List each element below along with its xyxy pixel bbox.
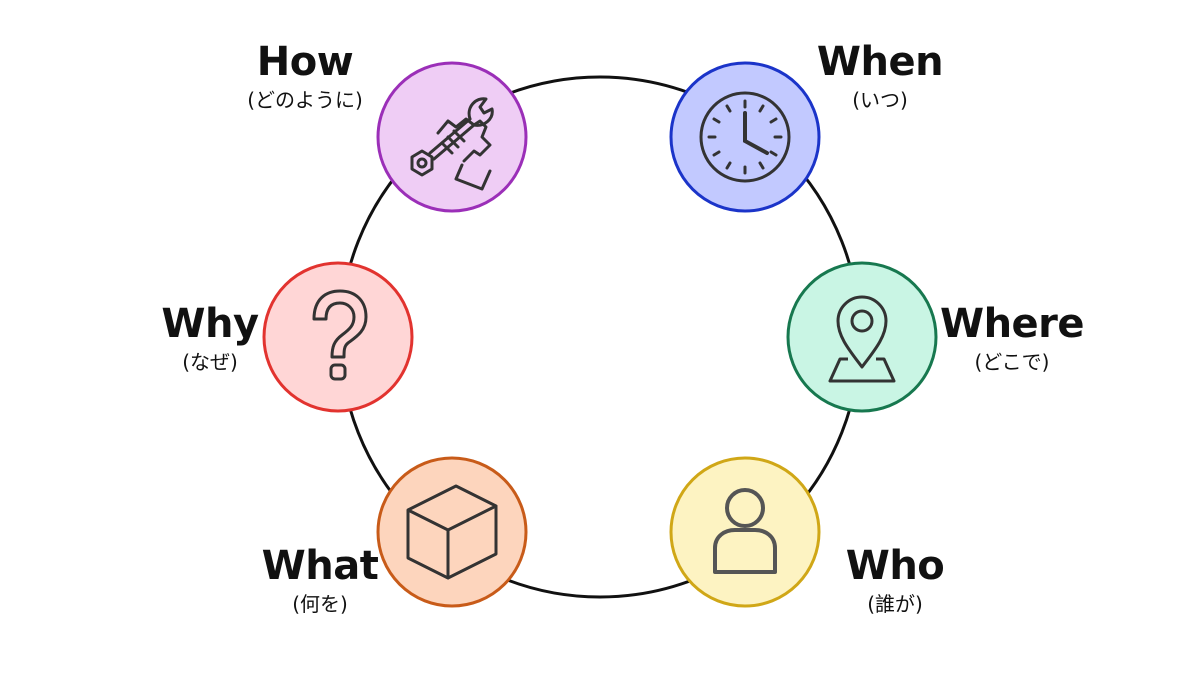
label-how: How (どのように) <box>205 42 405 110</box>
node-who <box>669 456 821 608</box>
label-why-title: Why <box>161 301 259 347</box>
label-how-title: How <box>256 39 354 85</box>
label-when-title: When <box>816 39 944 85</box>
label-where: Where (どこで) <box>912 304 1112 372</box>
node-why <box>262 261 414 413</box>
box-icon <box>406 484 498 580</box>
node-when <box>669 61 821 213</box>
label-who-sub: (誰が) <box>867 592 923 616</box>
label-who-title: Who <box>845 543 945 589</box>
label-what: What (何を) <box>220 546 420 614</box>
map-pin-icon <box>828 295 896 383</box>
label-who: Who (誰が) <box>795 546 995 614</box>
node-what-circle <box>376 456 528 608</box>
label-where-title: Where <box>939 301 1085 347</box>
node-what <box>376 456 528 608</box>
node-where <box>786 261 938 413</box>
wrench-hand-icon <box>410 97 494 191</box>
label-when-sub: (いつ) <box>852 88 908 112</box>
label-why: Why (なぜ) <box>110 304 310 372</box>
node-where-circle <box>786 261 938 413</box>
label-how-sub: (どのように) <box>247 88 363 112</box>
person-icon <box>713 488 777 574</box>
clock-icon <box>699 91 791 183</box>
question-mark-icon <box>312 289 368 381</box>
node-how <box>376 61 528 213</box>
label-what-title: What <box>261 543 379 589</box>
label-what-sub: (何を) <box>292 592 348 616</box>
label-where-sub: (どこで) <box>974 350 1050 374</box>
label-when: When (いつ) <box>780 42 980 110</box>
label-why-sub: (なぜ) <box>182 350 238 374</box>
